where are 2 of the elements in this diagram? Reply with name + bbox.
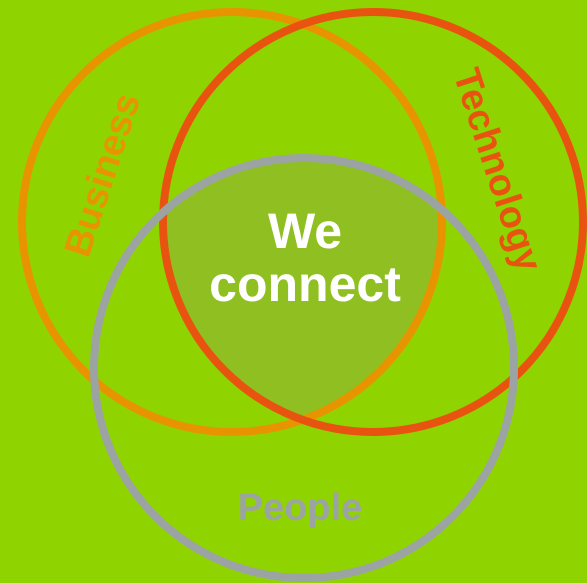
circle-label: People [238, 489, 362, 527]
center-text: We connect [208, 205, 402, 310]
